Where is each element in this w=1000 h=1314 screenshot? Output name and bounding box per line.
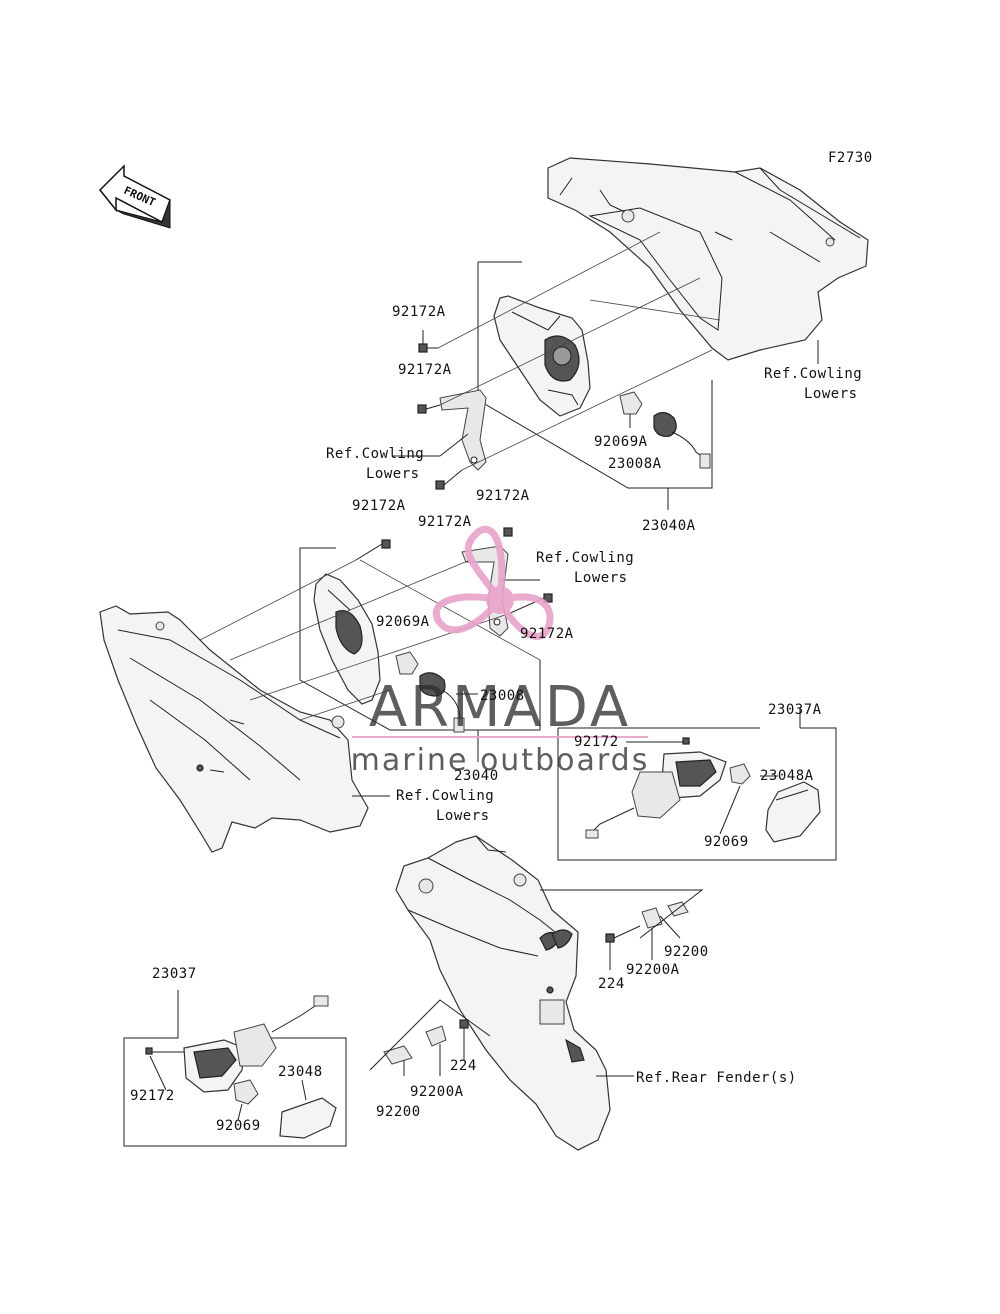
upper-cowling: [547, 157, 869, 361]
socket-23008A: [653, 411, 711, 469]
bulb-92069A-upper: [619, 391, 643, 428]
label-23037: 23037: [152, 966, 197, 982]
label-92172: 92172: [574, 734, 619, 750]
turn-signal-housing-upper: [493, 295, 591, 417]
projection-lines-mid: [199, 559, 541, 721]
label-ref-cowling-lowers: Lowers: [436, 808, 490, 824]
label-92172: 92172: [130, 1088, 175, 1104]
label-23040A: 23040A: [642, 518, 696, 534]
assembly-box-23037: [123, 990, 347, 1147]
bolt-92172A-low: [435, 469, 463, 490]
label-224: 224: [450, 1058, 477, 1074]
lens-23048: [279, 1097, 337, 1139]
label-23037A: 23037A: [768, 702, 822, 718]
bolt-92172A-left: [355, 539, 391, 561]
label-ref-cowling: Ref.Cowling: [764, 366, 862, 382]
turn-signal-23037: [145, 995, 329, 1093]
label-92172A: 92172A: [392, 304, 446, 320]
label-ref-cowling: Ref.Cowling: [536, 550, 634, 566]
projection-lines-top: [437, 231, 721, 471]
label-92069: 92069: [216, 1118, 261, 1134]
armada-logo: ARMADA marine outboards: [351, 525, 650, 778]
bulb-92069A-lower: [395, 651, 419, 675]
label-ref-rear-fender: Ref.Rear Fender(s): [636, 1070, 797, 1086]
label-92200: 92200: [376, 1104, 421, 1120]
rear-fender: [395, 835, 611, 1151]
bulb-92069-left: [233, 1079, 259, 1105]
part-labels: 92172A 92172A Ref.Cowling Lowers 92069A …: [130, 304, 862, 1134]
label-23040: 23040: [454, 768, 499, 784]
socket-23008: [419, 672, 465, 733]
watermark-tagline: marine outboards: [351, 743, 650, 778]
label-23008: 23008: [480, 688, 525, 704]
figure-code: F2730: [828, 150, 873, 166]
plate-92200-left: [369, 999, 491, 1076]
label-224: 224: [598, 976, 625, 992]
turn-signal-housing-lower: [313, 573, 381, 705]
label-ref-cowling-lowers: Lowers: [804, 386, 858, 402]
assembly-box-23040A: [477, 261, 713, 510]
label-ref-cowling-lowers: Lowers: [366, 466, 420, 482]
label-92200A: 92200A: [410, 1084, 464, 1100]
label-92172A: 92172A: [398, 362, 452, 378]
label-92172A: 92172A: [476, 488, 530, 504]
bulb-92069-right: [729, 763, 751, 785]
propeller-icon: [432, 525, 554, 640]
label-92200A: 92200A: [626, 962, 680, 978]
label-ref-cowling-lowers: Lowers: [574, 570, 628, 586]
label-23048: 23048: [278, 1064, 323, 1080]
label-92172A: 92172A: [352, 498, 406, 514]
label-92200: 92200: [664, 944, 709, 960]
lens-23048A: [765, 781, 821, 843]
lower-cowling: [99, 605, 369, 853]
label-92069A: 92069A: [376, 614, 430, 630]
bolt-92172A-mid: [417, 404, 441, 414]
label-23008A: 23008A: [608, 456, 662, 472]
plate-92200-right: [540, 889, 704, 970]
label-92172A: 92172A: [418, 514, 472, 530]
label-ref-cowling: Ref.Cowling: [396, 788, 494, 804]
bolt-92172A-top: [418, 330, 438, 353]
turn-signal-23037A: [585, 737, 727, 839]
front-arrow-icon: FRONT: [98, 164, 171, 229]
bracket-upper: [439, 389, 487, 471]
label-92069: 92069: [704, 834, 749, 850]
label-23048A: 23048A: [760, 768, 814, 784]
label-92172A: 92172A: [520, 626, 574, 642]
label-ref-cowling: Ref.Cowling: [326, 446, 424, 462]
watermark-brand: ARMADA: [369, 675, 631, 740]
bolt-92172A-right-top: [503, 527, 513, 537]
leader-lines: [149, 340, 819, 1121]
label-92069A: 92069A: [594, 434, 648, 450]
assembly-box-23037A: [557, 708, 837, 861]
